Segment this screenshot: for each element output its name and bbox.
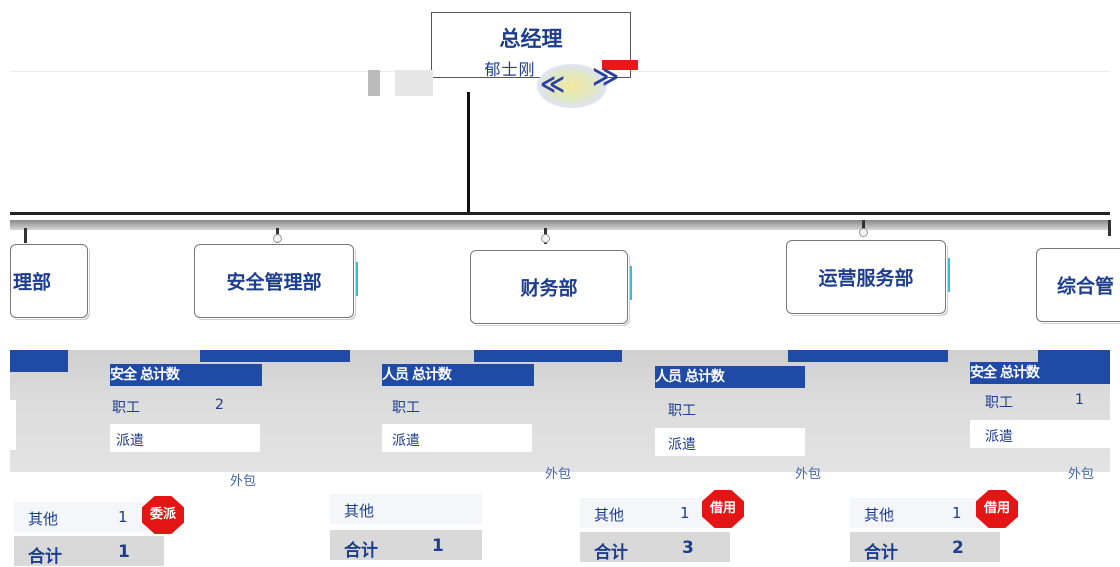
blue-header-strip: [200, 350, 350, 362]
highlight-badge: [537, 64, 607, 108]
other-label: 其他: [594, 506, 625, 524]
outsource-label: 外包: [545, 467, 572, 482]
staff-label: 职工: [668, 403, 696, 419]
other-value: 1: [952, 504, 962, 522]
other-label: 其他: [344, 502, 375, 520]
blue-header-strip: [788, 350, 948, 362]
borrowed-badge: 借用: [976, 490, 1018, 528]
chevron-left-icon: ≪: [540, 70, 566, 98]
connector-node: [859, 228, 868, 237]
total-value: 1: [118, 542, 130, 562]
dispatch-row: [382, 424, 532, 452]
dispatch-row: [110, 424, 260, 452]
blue-header-strip: [1038, 350, 1110, 362]
general-manager-name: 郁士刚: [484, 60, 536, 79]
dept-box-operations[interactable]: 运营服务部: [786, 240, 946, 314]
connector-node: [273, 234, 282, 243]
dept-name: 财务部: [520, 277, 578, 300]
outsource-label: 外包: [795, 467, 822, 482]
column-header: 安全 总计数: [110, 364, 262, 386]
dispatch-row: [655, 428, 805, 456]
other-row: [850, 498, 1000, 528]
assignment-badge: 委派: [142, 496, 184, 534]
dispatch-label: 派遣: [985, 429, 1013, 445]
total-label: 合计: [864, 543, 898, 563]
staff-label: 职工: [392, 400, 420, 416]
red-flag-marker: [602, 60, 638, 70]
total-value: 2: [952, 538, 964, 558]
total-label: 合计: [28, 547, 62, 567]
other-row: [330, 494, 482, 524]
column-header: 人员 总计数: [655, 366, 805, 388]
dept-accent-tick: [356, 262, 358, 296]
staff-value: 1: [1075, 392, 1084, 408]
staff-label: 职工: [112, 400, 140, 416]
general-manager-title: 总经理: [499, 27, 563, 51]
dept-name: 综合管: [1057, 275, 1115, 298]
blue-header-strip: [474, 350, 622, 362]
dept-name: 理部: [13, 271, 52, 294]
column-header: 人员 总计数: [382, 364, 534, 386]
total-value: 1: [432, 536, 444, 556]
dept-accent-tick: [630, 266, 632, 300]
dept-name: 安全管理部: [226, 271, 322, 294]
other-label: 其他: [864, 506, 895, 524]
dept-box-management[interactable]: 理部: [10, 244, 88, 318]
staff-value: 2: [215, 397, 224, 413]
total-label: 合计: [594, 543, 628, 563]
dept-box-safety[interactable]: 安全管理部: [194, 244, 354, 318]
connector-node: [541, 234, 550, 243]
total-row: [330, 530, 482, 560]
dispatch-label: 派遣: [116, 433, 144, 449]
other-value: 1: [118, 508, 128, 526]
chevron-right-icon[interactable]: ≫: [592, 62, 620, 92]
dispatch-label: 派遣: [392, 433, 420, 449]
outsource-label: 外包: [1068, 467, 1095, 482]
dept-connector: [24, 228, 27, 244]
outsource-label: 外包: [230, 474, 257, 489]
staff-label: 职工: [985, 395, 1013, 411]
dept-connector: [1108, 220, 1111, 236]
org-connector-shadow: [10, 220, 1110, 230]
total-label: 合计: [344, 541, 378, 561]
total-row: [14, 536, 164, 566]
other-row: [14, 502, 164, 532]
gm-shadow-block: [368, 70, 380, 96]
borrowed-badge: 借用: [702, 490, 744, 528]
dept-name: 运营服务部: [818, 267, 914, 290]
dept-accent-tick: [948, 258, 950, 292]
column-header: 安全 总计数: [970, 362, 1110, 384]
org-connector-horizontal: [10, 212, 1110, 215]
dept-box-general-affairs[interactable]: 综合管: [1036, 248, 1120, 322]
gm-shadow-block: [395, 70, 433, 96]
dispatch-row: [970, 420, 1110, 448]
other-label: 其他: [28, 510, 59, 528]
dispatch-label: 派遣: [668, 437, 696, 453]
total-value: 3: [682, 538, 694, 558]
blue-header-strip: [10, 350, 68, 372]
org-connector-vertical: [467, 92, 470, 212]
dept-box-finance[interactable]: 财务部: [470, 250, 628, 324]
total-row: [850, 532, 1000, 562]
general-manager-box[interactable]: 总经理: [431, 12, 631, 78]
other-value: 1: [680, 504, 690, 522]
total-row: [580, 532, 730, 562]
band-edge: [10, 400, 16, 450]
